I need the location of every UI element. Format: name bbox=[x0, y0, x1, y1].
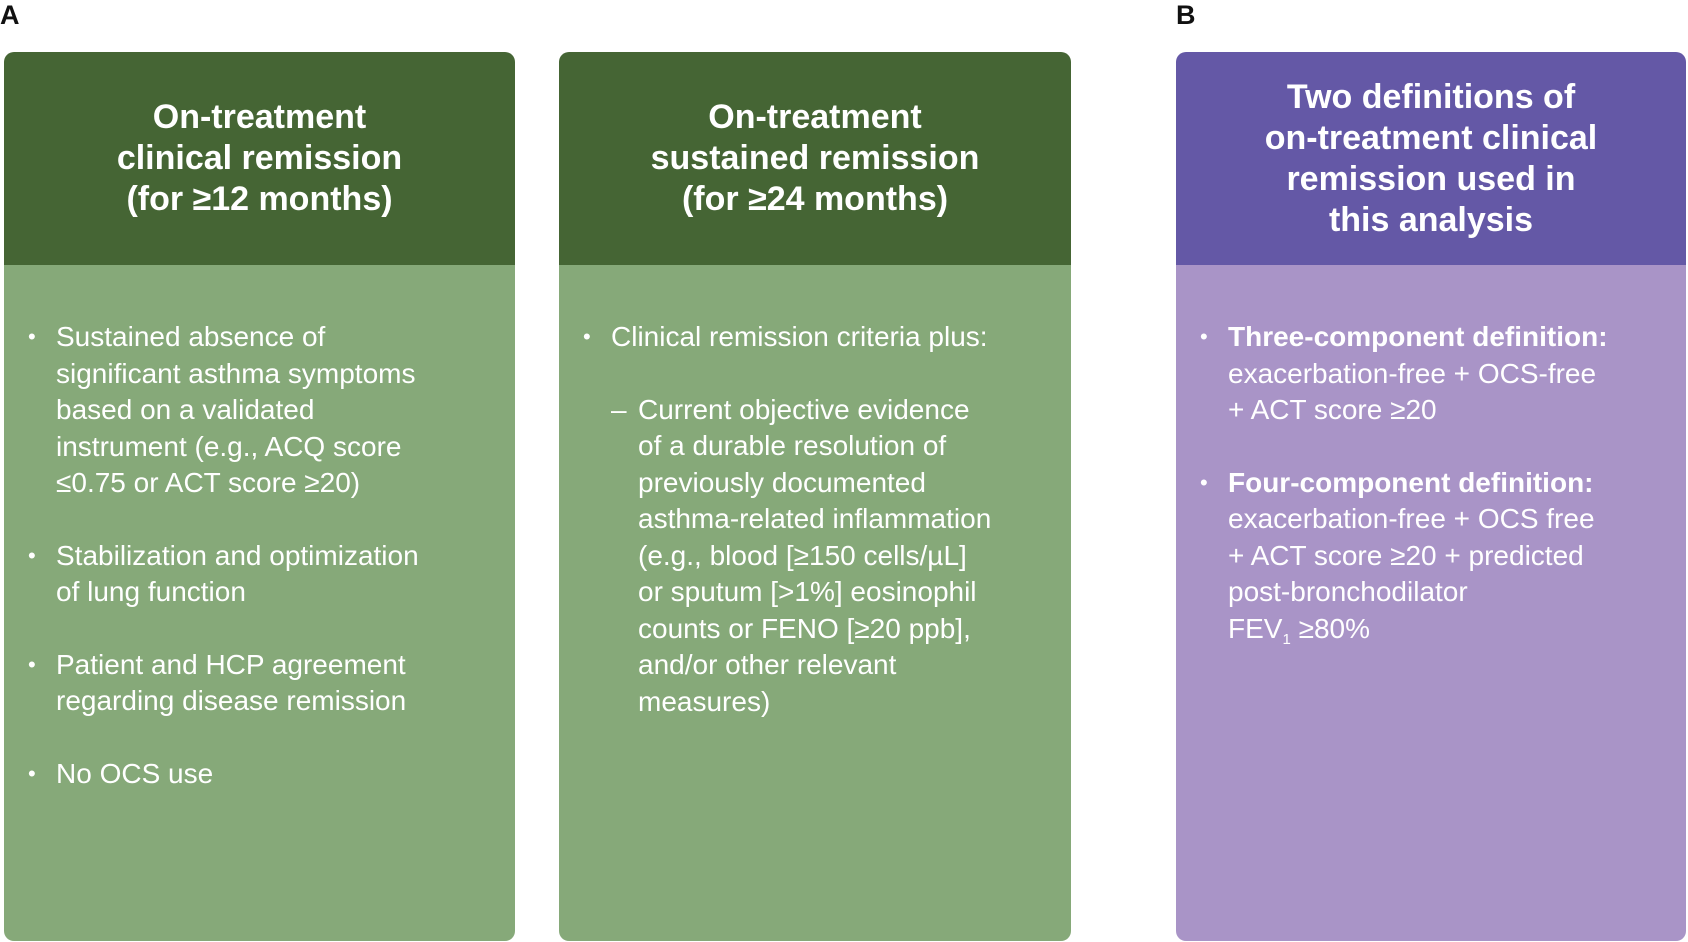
panel-label-a: A bbox=[0, 0, 20, 30]
criterion-line: Patient and HCP agreement bbox=[56, 648, 406, 680]
fev-subscript: 1 bbox=[1282, 630, 1291, 648]
bullet-icon: • bbox=[1200, 324, 1208, 349]
definition-heading: Four-component definition: bbox=[1228, 466, 1594, 498]
definitions-header: Two definitions of on-treatment clinical… bbox=[1176, 52, 1686, 265]
clinical-remission-body: • Sustained absence of significant asthm… bbox=[4, 265, 515, 941]
definition-heading: Three-component definition: bbox=[1228, 321, 1608, 352]
sub-criterion: – Current objective evidence of a durabl… bbox=[559, 392, 1071, 721]
fev-suffix: ≥80% bbox=[1290, 612, 1370, 644]
criterion-line: ≤0.75 or ACT score ≥20) bbox=[56, 467, 361, 498]
definition-line: post-bronchodilator bbox=[1228, 576, 1468, 607]
bullet-icon: • bbox=[583, 324, 591, 349]
criterion-item: • Patient and HCP agreement regarding di… bbox=[4, 647, 515, 720]
bullet-icon: • bbox=[28, 324, 36, 349]
definition-line: exacerbation-free + OCS-free bbox=[1228, 357, 1597, 389]
sub-criterion-line: measures) bbox=[638, 685, 771, 717]
criterion-item: • Stabilization and optimization of lung… bbox=[4, 538, 515, 611]
definition-line: exacerbation-free + OCS free bbox=[1228, 503, 1595, 534]
criterion-item: • No OCS use bbox=[4, 756, 515, 793]
bullet-icon: • bbox=[28, 651, 36, 677]
definitions-body: • Three-component definition: exacerbati… bbox=[1176, 265, 1686, 941]
definition-line: + ACT score ≥20 + predicted bbox=[1228, 539, 1584, 571]
definition-item: • Three-component definition: exacerbati… bbox=[1176, 319, 1686, 429]
sub-criterion-line: (e.g., blood [≥150 cells/µL] bbox=[638, 539, 967, 571]
clinical-remission-header: On-treatment clinical remission (for ≥12… bbox=[4, 52, 515, 265]
header-line: On-treatment bbox=[708, 98, 922, 136]
bullet-icon: • bbox=[28, 760, 36, 786]
criterion-line: Stabilization and optimization bbox=[56, 539, 419, 571]
criterion-line: Sustained absence of bbox=[56, 321, 326, 352]
header-line: remission used in bbox=[1286, 159, 1576, 198]
sustained-remission-box: On-treatment sustained remission (for ≥2… bbox=[559, 52, 1071, 941]
fev-line: FEV1 ≥80% bbox=[1228, 611, 1686, 648]
criterion-item: • Clinical remission criteria plus: bbox=[559, 319, 1071, 356]
sub-criterion-line: Current objective evidence bbox=[638, 393, 970, 425]
criterion-line: based on a validated bbox=[56, 394, 315, 425]
definitions-box: Two definitions of on-treatment clinical… bbox=[1176, 52, 1686, 941]
header-line: (for ≥24 months) bbox=[681, 180, 949, 218]
clinical-remission-box: On-treatment clinical remission (for ≥12… bbox=[4, 52, 515, 941]
definition-item: • Four-component definition: exacerbatio… bbox=[1176, 465, 1686, 648]
sub-criterion-line: previously documented bbox=[638, 466, 926, 498]
criterion-line: significant asthma symptoms bbox=[56, 357, 416, 389]
panel-label-b: B bbox=[1176, 0, 1196, 30]
bullet-icon: • bbox=[1200, 469, 1208, 495]
criterion-line: instrument (e.g., ACQ score bbox=[56, 430, 402, 462]
header-line: Two definitions of bbox=[1286, 77, 1576, 116]
header-line: sustained remission bbox=[650, 139, 980, 177]
header-line: this analysis bbox=[1328, 200, 1534, 239]
sub-criterion-line: of a durable resolution of bbox=[638, 430, 947, 461]
sub-criterion-line: counts or FENO [≥20 ppb], bbox=[638, 612, 971, 644]
sub-criterion-line: or sputum [>1%] eosinophil bbox=[638, 576, 977, 607]
bullet-icon: • bbox=[28, 542, 36, 568]
header-line: (for ≥12 months) bbox=[126, 180, 393, 218]
definition-line: + ACT score ≥20 bbox=[1228, 394, 1437, 425]
dash-icon: – bbox=[611, 393, 627, 425]
criterion-item: • Sustained absence of significant asthm… bbox=[4, 319, 515, 502]
sub-criterion-line: asthma-related inflammation bbox=[638, 503, 992, 534]
fev-prefix: FEV bbox=[1228, 612, 1283, 644]
sub-criterion-line: and/or other relevant bbox=[638, 649, 897, 680]
criterion-line: Clinical remission criteria plus: bbox=[611, 321, 988, 352]
header-line: On-treatment bbox=[152, 98, 367, 136]
sustained-remission-body: • Clinical remission criteria plus: – Cu… bbox=[559, 265, 1071, 941]
criterion-line: No OCS use bbox=[56, 757, 214, 789]
criterion-line: of lung function bbox=[56, 576, 246, 607]
criterion-line: regarding disease remission bbox=[56, 685, 407, 716]
sustained-remission-header: On-treatment sustained remission (for ≥2… bbox=[559, 52, 1071, 265]
header-line: clinical remission bbox=[116, 139, 403, 177]
header-line: on-treatment clinical bbox=[1264, 118, 1598, 157]
